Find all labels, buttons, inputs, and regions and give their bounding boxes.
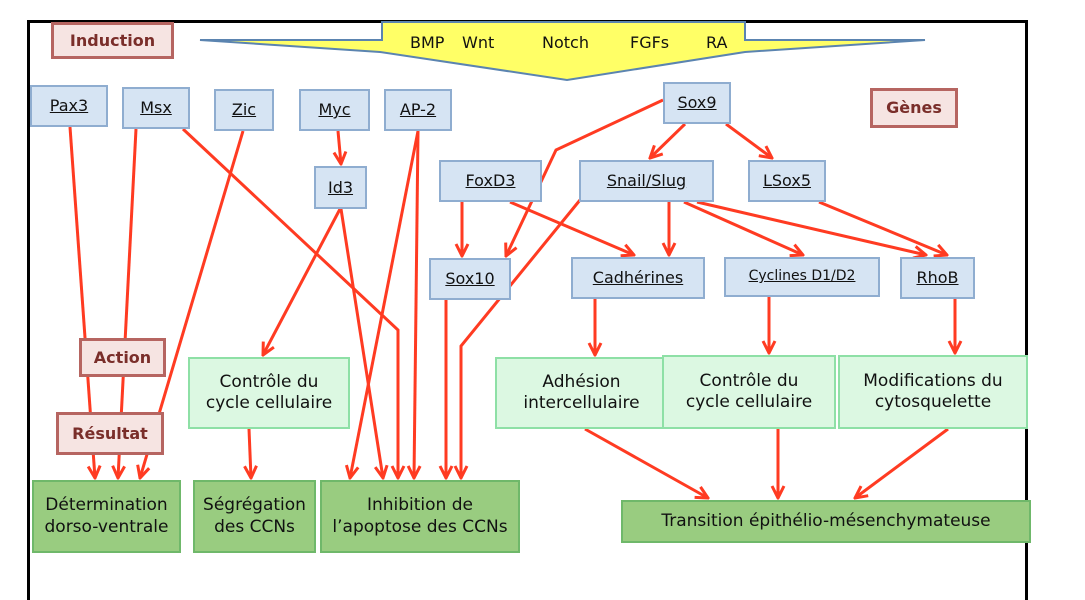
arrow-lsox5-to-rhob — [818, 200, 947, 255]
arrow-ap2-to-segregation — [350, 130, 420, 478]
signal-ra: RA — [706, 33, 728, 52]
gene-zic: Zic — [214, 89, 274, 131]
gene-snail-slug: Snail/Slug — [579, 160, 714, 202]
gene-cadherines: Cadhérines — [571, 257, 705, 299]
arrow-id3-to-cycle — [263, 208, 342, 355]
arrow-myc-to-id3 — [338, 130, 341, 164]
gene-lsox5: LSox5 — [748, 160, 826, 202]
gene-msx: Msx — [122, 87, 190, 129]
arrow-sox9-to-lsox5 — [725, 122, 772, 158]
arrow-sox9-to-snail — [650, 122, 687, 158]
arrow-foxd3-to-cadherines — [509, 200, 634, 255]
arrow-cytoskeleton-to-emt — [855, 427, 949, 498]
gene-ap2: AP-2 — [384, 89, 452, 131]
arrow-snail-to-inhibition — [461, 199, 582, 478]
signal-fgfs: FGFs — [630, 33, 670, 52]
signal-wnt: Wnt — [462, 33, 495, 52]
gene-rhob: RhoB — [900, 257, 975, 299]
gene-foxd3: FoxD3 — [439, 160, 542, 202]
arrow-id3-to-inhibition — [339, 208, 383, 478]
arrow-ap2-to-inhibition — [414, 130, 418, 478]
label-genes: Gènes — [870, 88, 958, 128]
gene-sox10: Sox10 — [429, 258, 511, 300]
arrow-adhesion-to-emt — [584, 427, 708, 498]
label-result: Résultat — [56, 412, 164, 455]
gene-sox9: Sox9 — [663, 82, 731, 124]
gene-pax3: Pax3 — [30, 85, 108, 127]
gene-cyclines: Cyclines D1/D2 — [724, 257, 880, 297]
result-emt: Transition épithélio-mésenchymateuse — [621, 500, 1031, 543]
signal-notch: Notch — [542, 33, 589, 52]
label-action: Action — [79, 338, 166, 377]
arrow-sox9-to-sox10 — [506, 98, 664, 256]
arrow-msx-to-inhibition — [181, 127, 398, 478]
signal-bmp: BMP — [410, 33, 445, 52]
gene-myc: Myc — [299, 89, 370, 131]
gene-id3: Id3 — [314, 166, 367, 209]
arrow-cycle-to-segregation — [249, 428, 251, 478]
label-induction: Induction — [51, 22, 174, 59]
arrow-snail-to-cyclines — [683, 200, 803, 255]
arrow-snail-to-rhob — [696, 200, 926, 255]
signal-callout-shape — [199, 21, 926, 82]
